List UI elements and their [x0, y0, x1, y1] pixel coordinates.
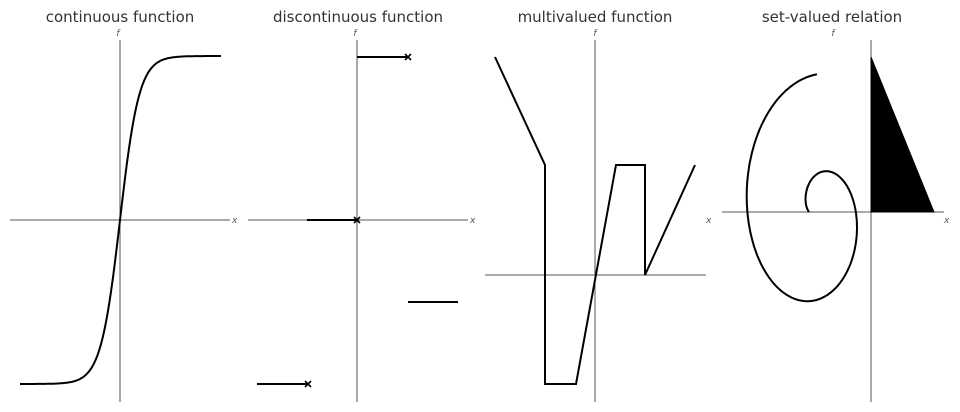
panel-title-multivalued: multivalued function	[518, 8, 673, 26]
panel-title-discontinuous: discontinuous function	[273, 8, 443, 26]
filled-triangle-region	[870, 56, 935, 213]
open-end-marker	[304, 380, 312, 388]
y-axis-label: f	[593, 29, 598, 39]
x-axis-label: x	[231, 216, 238, 226]
open-end-marker	[353, 216, 361, 224]
x-axis-label: x	[469, 216, 476, 226]
panel-multivalued: multivalued function f	[485, 8, 706, 402]
sigmoid-curve	[20, 55, 221, 385]
y-axis-label: f	[116, 29, 121, 39]
spiral-curve	[745, 73, 858, 303]
panel-title-continuous: continuous function	[46, 8, 195, 26]
x-axis-label-right: x	[943, 216, 950, 226]
open-end-marker	[404, 53, 412, 61]
y-axis-label: f	[353, 29, 358, 39]
panel-continuous: continuous function x f	[10, 8, 238, 402]
panel-discontinuous: discontinuous function x f	[248, 8, 476, 402]
panel-setvalued: set-valued relation x x f	[705, 8, 950, 402]
x-axis-label: x	[705, 216, 712, 226]
multivalued-curve	[494, 56, 696, 385]
panel-title-setvalued: set-valued relation	[762, 8, 902, 26]
y-axis-label: f	[831, 29, 836, 39]
